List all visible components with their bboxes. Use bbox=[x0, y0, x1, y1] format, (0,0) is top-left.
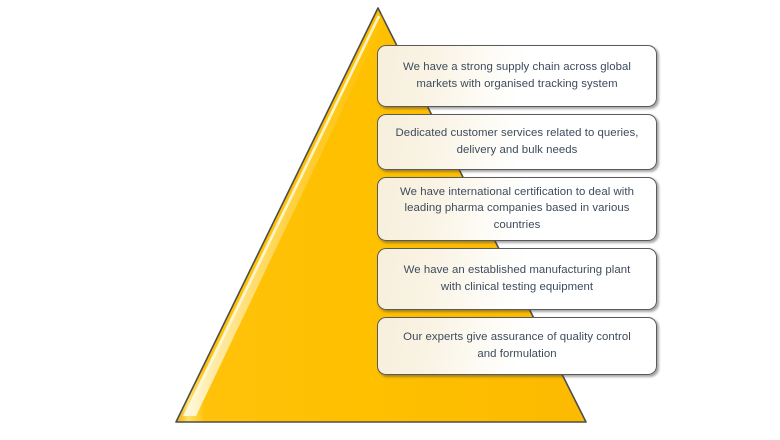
callout-box-supply-chain[interactable]: We have a strong supply chain across glo… bbox=[377, 45, 657, 107]
callout-list: We have a strong supply chain across glo… bbox=[377, 45, 657, 375]
callout-box-quality-control[interactable]: Our experts give assurance of quality co… bbox=[377, 317, 657, 375]
callout-text: We have international certification to d… bbox=[400, 185, 634, 231]
callout-text: We have a strong supply chain across glo… bbox=[403, 61, 631, 90]
callout-box-customer-services[interactable]: Dedicated customer services related to q… bbox=[377, 114, 657, 170]
pyramid-left-sheen bbox=[184, 15, 381, 415]
callout-box-international-certification[interactable]: We have international certification to d… bbox=[377, 177, 657, 241]
callout-text: Dedicated customer services related to q… bbox=[395, 127, 639, 156]
callout-text: Our experts give assurance of quality co… bbox=[403, 331, 631, 360]
callout-text: We have an established manufacturing pla… bbox=[403, 264, 631, 293]
callout-box-manufacturing-plant[interactable]: We have an established manufacturing pla… bbox=[377, 248, 657, 310]
